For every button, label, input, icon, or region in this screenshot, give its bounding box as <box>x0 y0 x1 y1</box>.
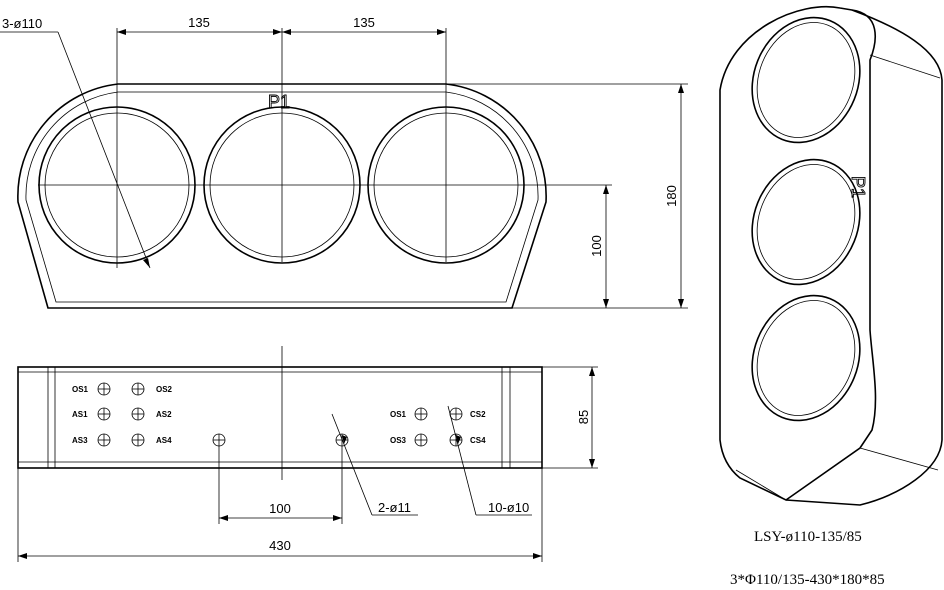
height-total-label: 180 <box>664 185 679 207</box>
iso-edge-top <box>869 54 941 79</box>
hole-spacing-label: 100 <box>269 501 291 516</box>
iso-marking: P1 <box>848 176 868 198</box>
terminal-symbol <box>131 382 145 396</box>
iso-hole-bottom-inner <box>756 300 856 416</box>
terminal-label: AS1 <box>72 410 88 419</box>
iso-edge-bottom <box>859 447 939 471</box>
hole-callout-arrow <box>143 258 150 268</box>
terminal-label: AS2 <box>156 410 172 419</box>
iso-hole-middle <box>751 158 861 286</box>
terminal-label: OS2 <box>156 385 173 394</box>
iso-hole-top-inner <box>756 22 856 138</box>
front-view: 135 135 3-ø110 P1 180 100 <box>0 15 688 309</box>
iso-hole-top <box>751 16 861 144</box>
terminal-label: OS1 <box>390 410 407 419</box>
depth-label: 85 <box>576 410 591 424</box>
terminal-symbol <box>414 407 428 421</box>
terminal-label: OS3 <box>390 436 407 445</box>
front-marking: P1 <box>268 92 290 112</box>
bottom-body <box>17 366 543 469</box>
terminal-callout-arrow <box>456 435 461 444</box>
iso-hole-middle-inner <box>756 164 856 280</box>
iso-body-side <box>785 9 943 506</box>
terminal-symbol <box>449 407 463 421</box>
terminal-holes-label: 10-ø10 <box>488 500 529 515</box>
mount-callout-leader <box>331 413 373 516</box>
iso-edge-front <box>735 447 861 501</box>
terminal-group-right: OS1 CS2 OS3 CS4 <box>390 407 486 447</box>
mount-holes-label: 2-ø11 <box>378 500 411 515</box>
iso-hole-bottom <box>751 294 861 422</box>
terminal-symbol <box>97 407 111 421</box>
terminal-symbol <box>97 382 111 396</box>
terminal-label: OS1 <box>72 385 89 394</box>
iso-body-front <box>719 6 877 501</box>
terminal-callout-leader <box>447 405 477 516</box>
pitch-left-label: 135 <box>188 15 210 30</box>
terminal-symbol <box>97 433 111 447</box>
mount-hole-left <box>212 433 226 447</box>
iso-view: P1 <box>719 6 943 506</box>
height-center-label: 100 <box>589 235 604 257</box>
mount-callout-arrow <box>342 435 347 444</box>
terminal-label: AS3 <box>72 436 88 445</box>
terminal-label: CS4 <box>470 436 486 445</box>
hole-callout-leader <box>57 31 151 269</box>
terminal-symbol <box>414 433 428 447</box>
length-label: 430 <box>269 538 291 553</box>
bottom-view: OS1 OS2 AS1 AS2 AS3 AS4 OS1 CS2 OS3 CS4 … <box>17 346 598 562</box>
model-caption: LSY-ø110-135/85 <box>754 529 862 545</box>
terminal-symbol <box>131 407 145 421</box>
spec-caption: 3*Φ110/135-430*180*85 <box>730 572 885 588</box>
hole-callout-label: 3-ø110 <box>2 16 42 31</box>
terminal-symbol <box>131 433 145 447</box>
terminal-group-left: OS1 OS2 AS1 AS2 AS3 AS4 <box>72 382 173 447</box>
terminal-label: CS2 <box>470 410 486 419</box>
terminal-label: AS4 <box>156 436 172 445</box>
pitch-arrow-a <box>117 29 446 35</box>
pitch-right-label: 135 <box>353 15 375 30</box>
